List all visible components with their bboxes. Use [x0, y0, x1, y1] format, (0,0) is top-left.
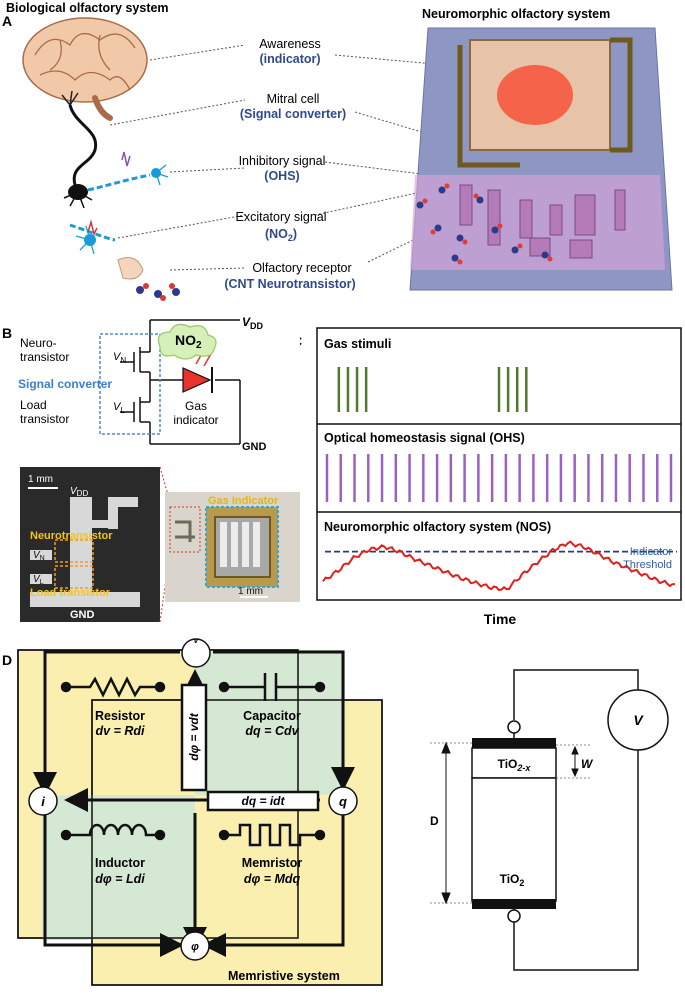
photo-gas-indicator-label: Gas Indicator — [208, 495, 279, 507]
photo-neurotransistor-label: Neurotransistor — [30, 530, 113, 542]
inductor-equation: dφ = Ldi — [95, 872, 145, 886]
threshold-label: Threshold — [623, 559, 672, 571]
no2-cloud-icon — [157, 323, 217, 360]
tio2x-label: TiO2-x — [498, 757, 532, 773]
panel-c-letter: C — [300, 333, 302, 349]
memristor-equation: dφ = Mdq — [244, 872, 301, 886]
memristor-symbol — [218, 823, 326, 847]
photo-scale-label: 1 mm — [28, 474, 53, 485]
node-phi — [180, 931, 210, 961]
panel-d: D dφ = vdt dq = idt v i q φ — [2, 636, 669, 986]
vl-label: VL — [113, 401, 125, 415]
nose-illustration — [117, 257, 180, 301]
device-gas-molecules — [416, 183, 553, 265]
resistor-equation: dv = Rdi — [96, 724, 145, 738]
signal-converter-label: Signal converter — [18, 377, 112, 391]
inductor-symbol — [60, 823, 166, 841]
neurotransistor-label-2: transistor — [20, 350, 69, 364]
mitral-neuron-illustration — [61, 90, 169, 209]
label-cnt-neurotransistor: (CNT Neurotransistor) — [224, 277, 355, 291]
brain-illustration — [22, 17, 148, 121]
photo-load-transistor-label: Load transistor — [30, 587, 111, 599]
resistor-symbol — [60, 676, 166, 698]
inductor-quadrant — [42, 795, 195, 940]
load-transistor-label-1: Load — [20, 398, 47, 412]
device-photo: 1 mm VDD Neurotransistor VN VL Load tran… — [20, 467, 160, 622]
capacitor-quadrant — [195, 650, 345, 795]
bio-title: Biological olfactory system — [6, 1, 169, 15]
gas-stimuli-label: Gas stimuli — [324, 337, 391, 351]
capacitor-equation: dq = Cdv — [245, 724, 299, 738]
gas-indicator-photo: Gas Indicator 1 mm — [165, 492, 300, 602]
indicator-label: Indicator — [630, 546, 673, 558]
neurotransistor-label-1: Neuro- — [20, 336, 57, 350]
capacitor-label: Capacitor — [243, 709, 301, 723]
label-ohs: (OHS) — [264, 169, 299, 183]
no2-label: NO2 — [175, 332, 202, 351]
node-phi-label: φ — [191, 941, 199, 953]
photo-scale-label-2: 1 mm — [238, 586, 263, 597]
circuit-schematic — [120, 319, 241, 445]
label-olfactory-receptor: Olfactory receptor — [252, 261, 351, 275]
label-no2: (NO2) — [265, 227, 297, 243]
memristive-system-label: Memristive system — [228, 969, 340, 983]
node-q — [328, 786, 358, 816]
node-i — [28, 786, 58, 816]
gas-pulse-group — [337, 367, 528, 412]
ohs-label: Optical homeostasis signal (OHS) — [324, 431, 525, 445]
vn-label: VN — [113, 351, 126, 365]
memristor-label: Memristor — [242, 856, 303, 870]
node-i-label: i — [41, 794, 45, 809]
gnd-label: GND — [242, 441, 267, 453]
nos-label: Neuromorphic olfactory system (NOS) — [324, 520, 551, 534]
panel-c: C Gas stimuli Optical homeostasis signal… — [300, 327, 682, 627]
nos-trace — [322, 540, 676, 592]
label-mitral-cell: Mitral cell — [267, 92, 320, 106]
neuromorphic-device-illustration — [409, 27, 673, 291]
dphi-vdt-label: dφ = vdt — [187, 712, 201, 760]
tio2-label: TiO2 — [500, 872, 525, 888]
dq-idt-label: dq = idt — [242, 794, 286, 808]
label-inhibitory-signal: Inhibitory signal — [239, 154, 326, 168]
photo-vn-label: VN — [33, 550, 45, 562]
time-axis-label: Time — [484, 611, 517, 627]
photo-vdd-label: VDD — [70, 486, 88, 498]
inductor-label: Inductor — [95, 856, 145, 870]
panel-d-letter: D — [2, 652, 12, 668]
node-v-label: v — [194, 636, 199, 645]
label-awareness: Awareness — [259, 37, 321, 51]
tio2-device-diagram: V TiO2-x W D TiO2 — [430, 669, 669, 971]
gas-molecules — [136, 283, 180, 301]
voltmeter-label: V — [633, 712, 644, 728]
receptor-neuron-illustration — [69, 219, 116, 255]
indicator-glow — [497, 65, 573, 125]
resistor-label: Resistor — [95, 709, 145, 723]
load-transistor-label-2: transistor — [20, 412, 69, 426]
label-excitatory-signal: Excitatory signal — [235, 210, 326, 224]
d-label: D — [430, 814, 439, 828]
panel-b-letter: B — [2, 325, 12, 341]
neuro-title: Neuromorphic olfactory system — [422, 7, 610, 21]
gas-indicator-label-2: indicator — [173, 413, 218, 427]
capacitor-symbol — [218, 673, 326, 701]
label-signal-converter: (Signal converter) — [240, 107, 346, 121]
photo-vl-label: VL — [33, 574, 44, 586]
signal-converter-box — [99, 333, 161, 435]
panel-b: B NO2 VDD Neuro- transistor VN Signal co… — [2, 315, 300, 622]
vdd-label: VDD — [242, 315, 264, 331]
node-v — [181, 638, 211, 668]
panel-a-letter: A — [2, 13, 12, 29]
label-indicator: (indicator) — [259, 52, 320, 66]
w-label: W — [581, 757, 594, 771]
photo-gnd-label: GND — [70, 609, 95, 621]
panel-a: A Biological olfactory system Neuromorph… — [2, 1, 673, 301]
gas-indicator-label-1: Gas — [185, 399, 207, 413]
node-q-label: q — [339, 794, 347, 809]
ohs-pulse-group — [325, 454, 673, 502]
